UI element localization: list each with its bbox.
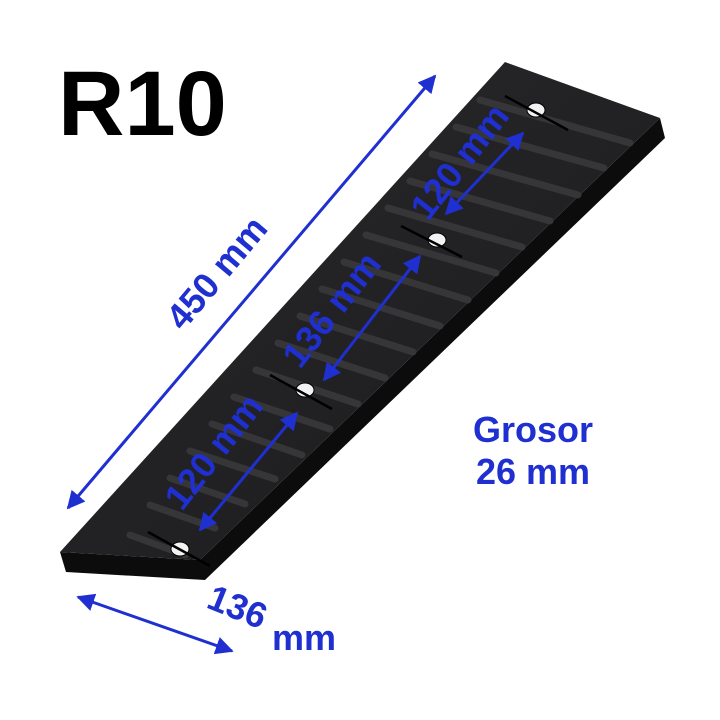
width-label-unit: mm: [272, 617, 336, 658]
hole-tick: [400, 224, 463, 259]
bolt-hole: [526, 102, 546, 118]
thickness-label-title: Grosor: [473, 409, 593, 450]
hole-tick: [504, 94, 569, 132]
model-title: R10: [58, 53, 227, 155]
spacing-arrow-left: [198, 411, 299, 532]
length-label: 450 mm: [158, 208, 276, 337]
thickness-label-value: 26 mm: [476, 451, 590, 492]
length-arrow: [66, 74, 437, 510]
spacing-arrow-right: [444, 131, 525, 216]
spacing-arrow-center: [322, 254, 422, 382]
width-arrow: [76, 593, 234, 655]
hole-tick: [147, 530, 211, 568]
annotations: [66, 74, 569, 655]
width-label-number: 136: [202, 576, 273, 637]
hole-tick: [269, 373, 333, 411]
